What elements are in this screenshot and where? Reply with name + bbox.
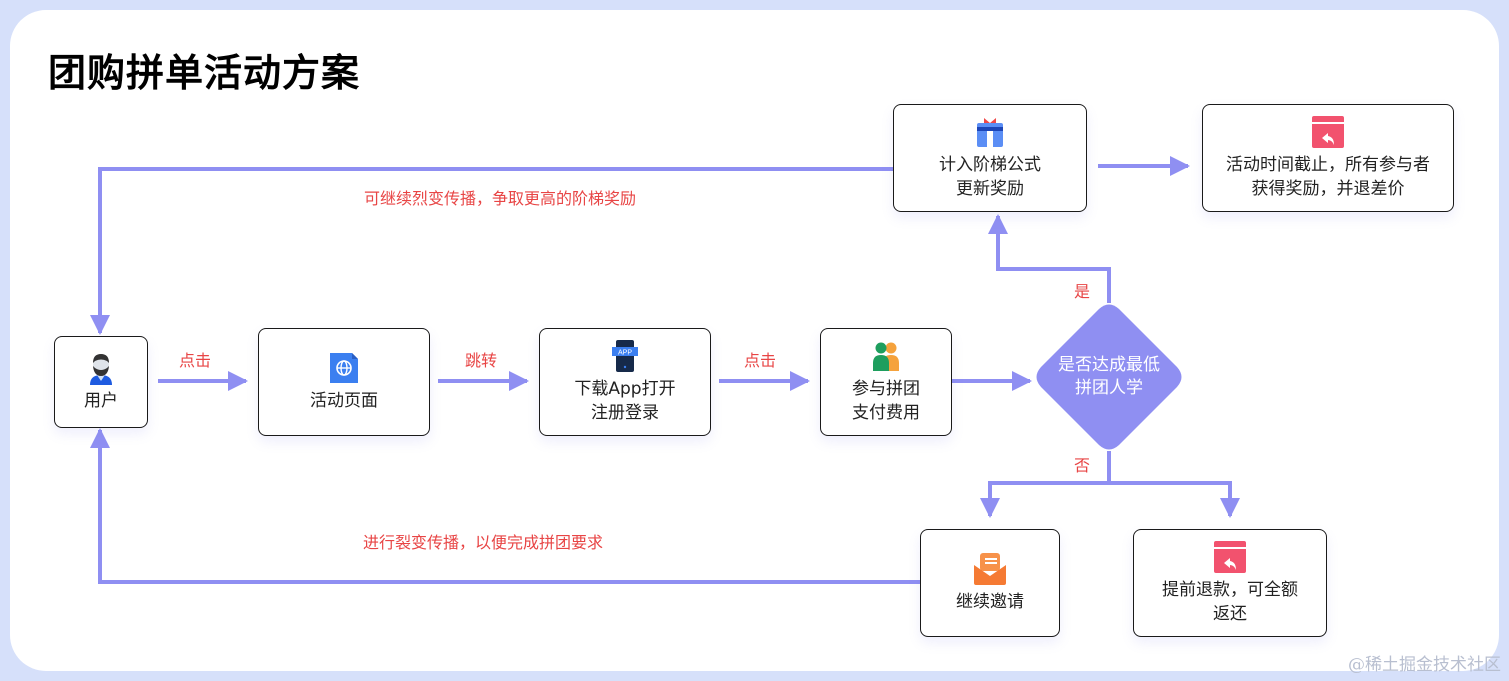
node-activity-page-label: 活动页面: [310, 391, 378, 411]
node-ladder-formula[interactable]: 计入阶梯公式 更新奖励: [893, 104, 1087, 212]
node-early-refund[interactable]: 提前退款，可全额 返还: [1133, 529, 1327, 637]
edge-decision-no: [980, 451, 1111, 518]
refund-icon: [1312, 116, 1344, 148]
node-download-app-label: 下载App打开 注册登录: [574, 379, 676, 423]
group-people-icon: [873, 342, 899, 371]
node-join-group[interactable]: 参与拼团 支付费用: [820, 328, 952, 436]
edge-decision-yes: [988, 214, 1111, 303]
decision-label: 是否达成最低 拼团人学: [1058, 355, 1160, 398]
user-avatar-icon: [90, 354, 112, 385]
node-user[interactable]: 用户: [54, 336, 148, 428]
edge-decision-no-refund: [1109, 481, 1240, 518]
edge-label-click-2: 点击: [744, 351, 777, 370]
decision-diamond-shape: [1036, 304, 1182, 450]
edge-label-redirect: 跳转: [465, 351, 498, 370]
node-continue-invite-label: 继续邀请: [956, 592, 1024, 612]
app-download-icon: APP: [612, 340, 638, 372]
edge-invite-loop-to-user: [90, 428, 921, 584]
gift-icon: [977, 118, 1003, 147]
node-activity-page[interactable]: 活动页面: [258, 328, 430, 436]
node-early-refund-label: 提前退款，可全额 返还: [1162, 580, 1298, 624]
edge-label-no: 否: [1074, 456, 1091, 475]
edge-label-click-1: 点击: [179, 351, 212, 370]
edge-label-bottom-loop: 进行裂变传播，以便完成拼团要求: [363, 533, 604, 552]
node-activity-end[interactable]: 活动时间截止，所有参与者 获得奖励，并退差价: [1202, 104, 1454, 212]
node-ladder-formula-label: 计入阶梯公式 更新奖励: [939, 155, 1041, 199]
decision-min-participants[interactable]: 是否达成最低 拼团人学: [1035, 303, 1183, 451]
node-user-label: 用户: [84, 391, 118, 411]
mail-invite-icon: [974, 553, 1006, 585]
edge-ladder-loop-to-user: [90, 167, 894, 335]
node-download-app[interactable]: APP 下载App打开 注册登录: [539, 328, 711, 436]
edge-label-yes: 是: [1074, 282, 1091, 301]
web-page-icon: [330, 353, 358, 383]
edge-label-top-loop: 可继续烈变传播，争取更高的阶梯奖励: [364, 189, 637, 208]
node-join-group-label: 参与拼团 支付费用: [852, 379, 920, 423]
node-continue-invite[interactable]: 继续邀请: [920, 529, 1060, 637]
svg-text:APP: APP: [618, 350, 632, 357]
page-title: 团购拼单活动方案: [48, 51, 361, 95]
refund-icon: [1214, 541, 1246, 573]
node-activity-end-label: 活动时间截止，所有参与者 获得奖励，并退差价: [1226, 155, 1430, 199]
watermark: @稀土掘金技术社区: [1348, 655, 1501, 675]
